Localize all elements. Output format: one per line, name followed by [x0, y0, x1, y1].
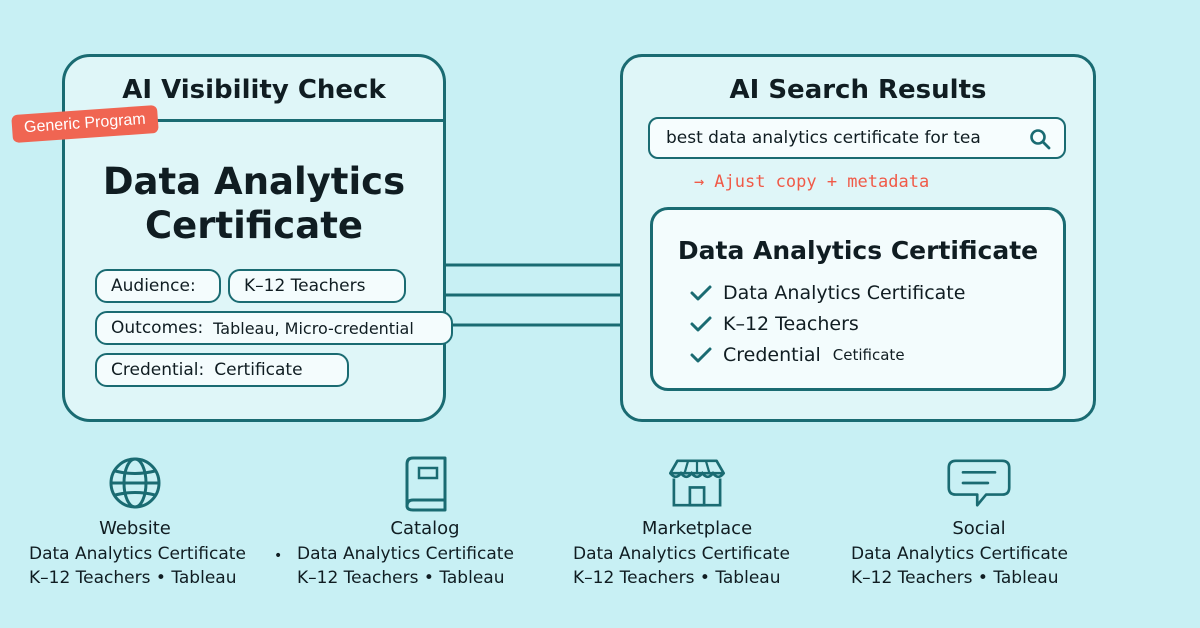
checkmark-icon — [690, 285, 712, 301]
channel-marketplace: Marketplace — [597, 454, 797, 539]
channel-line: K–12 Teachers • Tableau — [29, 568, 237, 588]
search-query-text: best data analytics certificate for tea — [666, 128, 981, 148]
result-item: K–12 Teachers — [689, 313, 859, 335]
channel-name: Marketplace — [641, 518, 753, 539]
globe-icon — [109, 457, 161, 509]
storefront-icon — [669, 459, 725, 507]
audience-label-pill: Audience: — [95, 269, 221, 303]
checkmark-icon — [690, 316, 712, 332]
channel-line: Data Analytics Certificate — [29, 544, 246, 564]
channel-social: Social — [879, 454, 1079, 539]
search-icon[interactable] — [1028, 127, 1052, 151]
result-item-text: K–12 Teachers — [723, 313, 859, 335]
channel-name: Social — [952, 518, 1006, 539]
outcomes-label: Outcomes: — [111, 318, 204, 338]
result-item: Data Analytics Certificate — [689, 282, 965, 304]
outcomes-pill: Outcomes: Tableau, Micro-credential — [95, 311, 453, 345]
chat-bubble-icon — [947, 459, 1011, 507]
channel-website: Website — [35, 454, 235, 539]
channel-marketplace-details: Data Analytics Certificate K–12 Teachers… — [573, 542, 790, 590]
adjust-hint-text: Ajust copy + metadata — [714, 172, 930, 192]
channel-catalog-details: Data Analytics Certificate K–12 Teachers… — [297, 542, 514, 590]
channel-line: K–12 Teachers • Tableau — [851, 568, 1059, 588]
bullet-separator: • — [274, 548, 283, 564]
credential-label: Credential: — [111, 360, 205, 380]
channel-name: Catalog — [390, 518, 460, 539]
search-input[interactable]: best data analytics certificate for tea — [648, 117, 1066, 159]
channel-line: K–12 Teachers • Tableau — [573, 568, 781, 588]
outcomes-value: Tableau, Micro-credential — [213, 318, 414, 338]
program-title-line1: Data Analytics — [102, 160, 406, 203]
channel-line: Data Analytics Certificate — [297, 544, 514, 564]
result-item-subtext: Cetificate — [832, 346, 905, 364]
channel-website-details: Data Analytics Certificate K–12 Teachers… — [29, 542, 246, 590]
channel-catalog: Catalog — [325, 454, 525, 539]
result-item-text: Data Analytics Certificate — [723, 282, 966, 304]
channel-line: K–12 Teachers • Tableau — [297, 568, 505, 588]
adjust-hint: → Ajust copy + metadata — [694, 172, 929, 192]
checkmark-icon — [690, 347, 712, 363]
channel-name: Website — [99, 518, 171, 539]
channel-line: Data Analytics Certificate — [573, 544, 790, 564]
arrow-right-icon: → — [694, 172, 705, 192]
program-title: Data Analytics Certificate — [62, 160, 446, 248]
audience-value: K–12 Teachers — [244, 276, 366, 296]
audience-label: Audience: — [111, 276, 196, 296]
audience-value-pill: K–12 Teachers — [228, 269, 406, 303]
visibility-check-title: AI Visibility Check — [122, 75, 386, 105]
credential-pill: Credential: Certificate — [95, 353, 349, 387]
result-item: Credential Cetificate — [689, 344, 905, 366]
credential-value: Certificate — [214, 360, 303, 380]
channel-line: Data Analytics Certificate — [851, 544, 1068, 564]
search-result-card[interactable]: Data Analytics Certificate Data Analytic… — [650, 207, 1066, 391]
card-divider — [65, 119, 443, 122]
result-item-text: Credential — [723, 344, 821, 366]
channel-social-details: Data Analytics Certificate K–12 Teachers… — [851, 542, 1068, 590]
program-title-line2: Certificate — [145, 204, 363, 247]
result-title: Data Analytics Certificate — [677, 236, 1039, 265]
ai-search-results-title: AI Search Results — [729, 75, 987, 105]
book-icon — [405, 456, 447, 512]
